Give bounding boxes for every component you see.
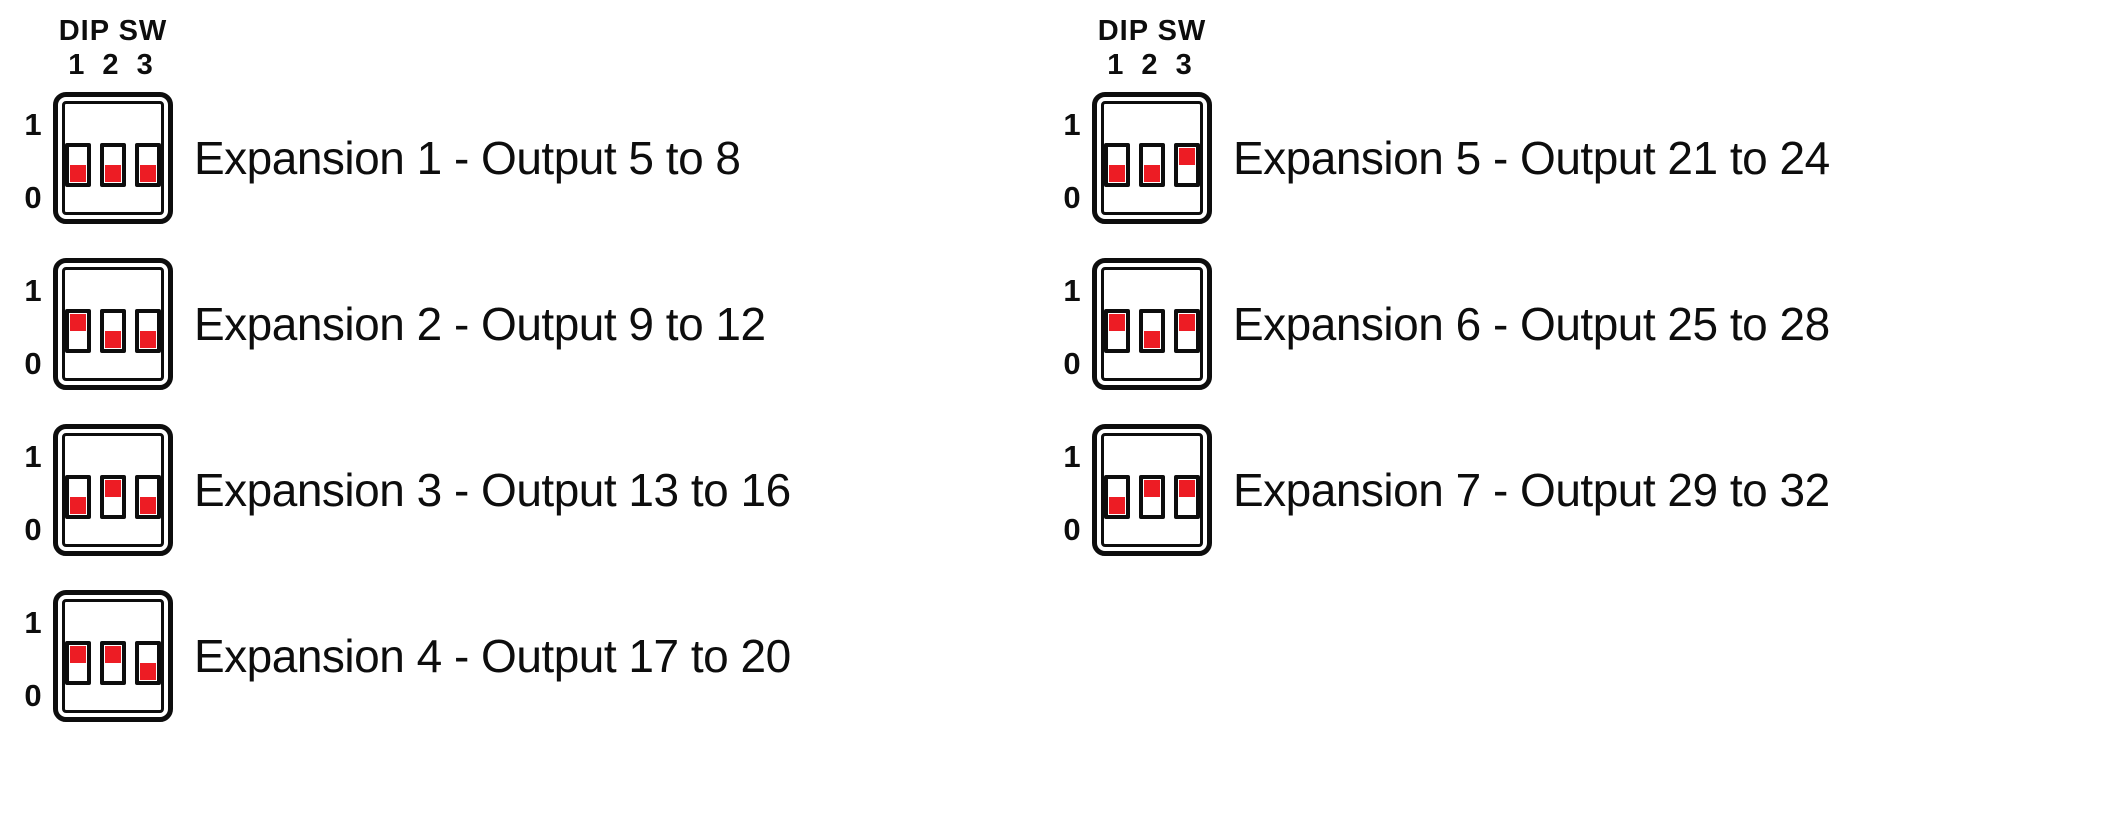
dip-switch-position-3	[1174, 143, 1200, 187]
level-labels: 1 0	[1052, 424, 1092, 556]
expansion-label: Expansion 1 - Output 5 to 8	[194, 132, 741, 184]
expansion-row: 1 0 Expansion 1 - Output 5 to 8	[13, 92, 791, 224]
level-1-label: 1	[24, 439, 42, 474]
switch-handle	[70, 646, 86, 663]
dip-sw-title: DIP SW	[58, 15, 168, 47]
switch-handle	[1179, 148, 1195, 165]
dip-switch-header: DIP SW 1 2 3	[1092, 14, 1212, 82]
level-0-label: 0	[24, 180, 42, 215]
dip-switch-body	[62, 101, 164, 215]
dip-switch-position-1	[1104, 309, 1130, 353]
dip-switch-position-2	[1139, 143, 1165, 187]
switch-numbers-label: 1 2 3	[1107, 49, 1197, 81]
switch-handle	[140, 165, 156, 182]
dip-switch-body	[62, 599, 164, 713]
dip-switch	[53, 258, 173, 390]
dip-switch-position-2	[100, 641, 126, 685]
dip-switch	[1092, 92, 1212, 224]
dip-switch-position-3	[135, 475, 161, 519]
dip-switch-position-2	[1139, 309, 1165, 353]
dip-switch-position-1	[65, 475, 91, 519]
dip-switch	[1092, 258, 1212, 390]
switch-handle	[70, 497, 86, 514]
dip-switch-position-2	[100, 309, 126, 353]
switch-handle	[1109, 314, 1125, 331]
level-labels: 1 0	[1052, 92, 1092, 224]
expansion-row: 1 0 Expansion 2 - Output 9 to 12	[13, 258, 791, 390]
level-labels: 1 0	[13, 92, 53, 224]
expansion-column-right: DIP SW 1 2 3 1 0 Expansion 5 - Output 21…	[1052, 14, 1830, 590]
switch-handle	[1144, 165, 1160, 182]
expansion-label: Expansion 3 - Output 13 to 16	[194, 464, 791, 516]
level-0-label: 0	[24, 678, 42, 713]
switch-handle	[1109, 165, 1125, 182]
dip-switch-position-1	[1104, 475, 1130, 519]
dip-switch-position-3	[1174, 309, 1200, 353]
dip-switch-body	[1101, 101, 1203, 215]
expansion-row: 1 0 Expansion 3 - Output 13 to 16	[13, 424, 791, 556]
dip-switch-position-3	[1174, 475, 1200, 519]
dip-switch	[53, 590, 173, 722]
dip-switch-position-3	[135, 641, 161, 685]
dip-switch-position-2	[100, 475, 126, 519]
level-0-label: 0	[1063, 346, 1081, 381]
expansion-label: Expansion 6 - Output 25 to 28	[1233, 298, 1830, 350]
dip-switch-body	[1101, 267, 1203, 381]
dip-switch-position-3	[135, 143, 161, 187]
expansion-row: 1 0 Expansion 7 - Output 29 to 32	[1052, 424, 1830, 556]
expansion-label: Expansion 2 - Output 9 to 12	[194, 298, 766, 350]
dip-switch-body	[62, 267, 164, 381]
dip-switch-position-1	[65, 641, 91, 685]
level-labels: 1 0	[1052, 258, 1092, 390]
dip-switch-header: DIP SW 1 2 3	[53, 14, 173, 82]
level-1-label: 1	[1063, 439, 1081, 474]
level-1-label: 1	[24, 107, 42, 142]
dip-switch-position-1	[65, 143, 91, 187]
switch-handle	[140, 331, 156, 348]
dip-switch-position-1	[1104, 143, 1130, 187]
switch-handle	[105, 165, 121, 182]
switch-handle	[70, 314, 86, 331]
level-0-label: 0	[24, 512, 42, 547]
dip-switch	[53, 424, 173, 556]
level-labels: 1 0	[13, 258, 53, 390]
dip-switch-position-2	[1139, 475, 1165, 519]
dip-switch-position-2	[100, 143, 126, 187]
level-1-label: 1	[24, 605, 42, 640]
expansion-label: Expansion 5 - Output 21 to 24	[1233, 132, 1830, 184]
dip-switch	[53, 92, 173, 224]
expansion-row: 1 0 Expansion 5 - Output 21 to 24	[1052, 92, 1830, 224]
switch-handle	[105, 646, 121, 663]
dip-switch-body	[1101, 433, 1203, 547]
expansion-row: 1 0 Expansion 4 - Output 17 to 20	[13, 590, 791, 722]
switch-handle	[1109, 497, 1125, 514]
expansion-label: Expansion 4 - Output 17 to 20	[194, 630, 791, 682]
switch-handle	[140, 497, 156, 514]
level-0-label: 0	[24, 346, 42, 381]
level-labels: 1 0	[13, 590, 53, 722]
dip-switch-position-1	[65, 309, 91, 353]
switch-numbers-label: 1 2 3	[68, 49, 158, 81]
dip-switch	[1092, 424, 1212, 556]
switch-handle	[1144, 480, 1160, 497]
dip-sw-title: DIP SW	[1097, 15, 1207, 47]
switch-handle	[1179, 480, 1195, 497]
level-1-label: 1	[24, 273, 42, 308]
dip-switch-position-3	[135, 309, 161, 353]
expansion-column-left: DIP SW 1 2 3 1 0 Expansion 1 - Output 5 …	[13, 14, 791, 756]
switch-handle	[105, 331, 121, 348]
level-1-label: 1	[1063, 273, 1081, 308]
switch-handle	[70, 165, 86, 182]
switch-handle	[140, 663, 156, 680]
switch-handle	[1144, 331, 1160, 348]
dip-switch-body	[62, 433, 164, 547]
switch-handle	[1179, 314, 1195, 331]
level-0-label: 0	[1063, 180, 1081, 215]
switch-handle	[105, 480, 121, 497]
expansion-label: Expansion 7 - Output 29 to 32	[1233, 464, 1830, 516]
level-1-label: 1	[1063, 107, 1081, 142]
level-0-label: 0	[1063, 512, 1081, 547]
level-labels: 1 0	[13, 424, 53, 556]
expansion-row: 1 0 Expansion 6 - Output 25 to 28	[1052, 258, 1830, 390]
